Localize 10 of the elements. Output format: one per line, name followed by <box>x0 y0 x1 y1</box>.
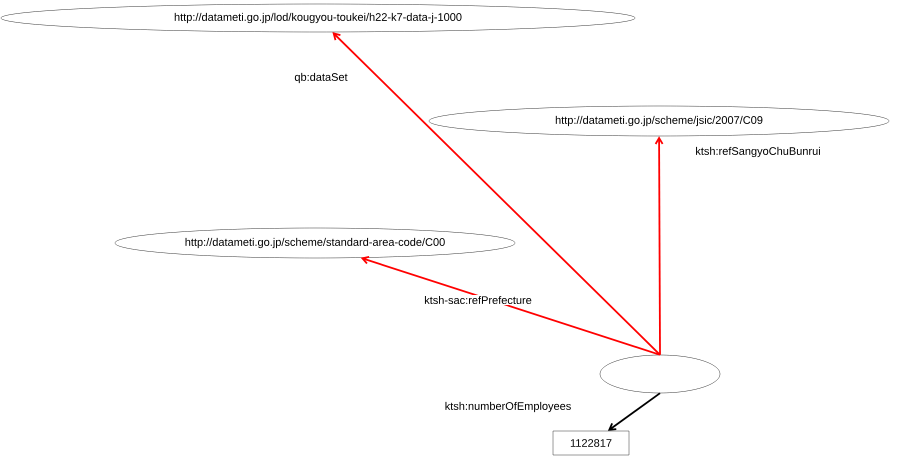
edge-label: ktsh-sac:refPrefecture <box>423 294 533 306</box>
resource-ellipse <box>600 354 720 394</box>
edge-label: qb:dataSet <box>293 72 349 84</box>
edge-label: ktsh:refSangyoChuBunrui <box>694 146 822 158</box>
arrow <box>360 256 660 356</box>
arrow <box>654 136 664 355</box>
literal-box: 1122817 <box>552 430 630 456</box>
edge-label: ktsh:numberOfEmployees <box>444 400 572 414</box>
arrow <box>332 32 661 356</box>
arrow <box>608 392 661 431</box>
